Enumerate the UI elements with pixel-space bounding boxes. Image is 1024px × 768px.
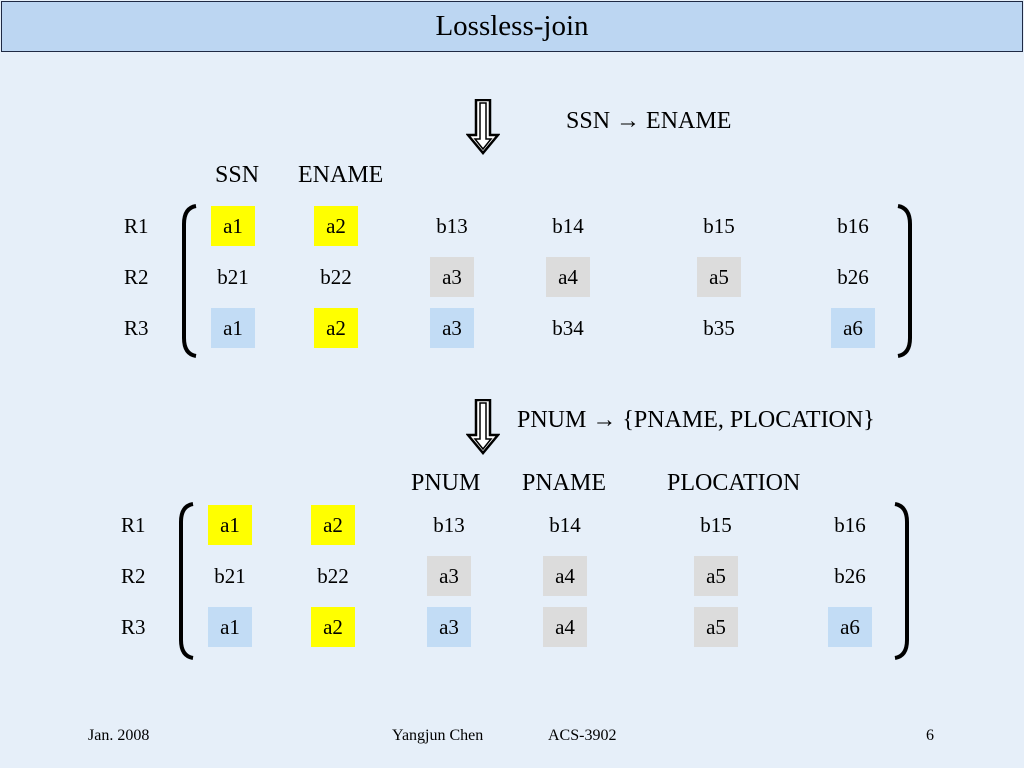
matrix-cell: b34: [552, 315, 584, 340]
matrix-cell: b26: [837, 264, 869, 289]
column-header-pnum: PNUM: [411, 470, 481, 496]
row-label: R3: [121, 615, 146, 639]
matrix-cell: a1: [211, 206, 255, 246]
matrix-cell: b14: [552, 213, 584, 238]
footer-page-number: 6: [926, 727, 934, 744]
matrix-cell: a2: [311, 505, 355, 545]
matrix-cell: a3: [427, 607, 471, 647]
matrix-cell: a5: [697, 257, 741, 297]
right-bracket: [897, 204, 912, 358]
right-bracket: [894, 502, 909, 660]
matrix-cell: a5: [694, 607, 738, 647]
matrix-cell: a6: [828, 607, 872, 647]
column-header-ename: ENAME: [298, 162, 384, 188]
left-bracket: [179, 502, 194, 660]
matrix-cell: a3: [430, 257, 474, 297]
matrix-cell: b21: [214, 563, 246, 588]
matrix-cell: b16: [837, 213, 869, 238]
matrix-cell: a3: [427, 556, 471, 596]
matrix-cell: a1: [208, 607, 252, 647]
footer-date: Jan. 2008: [88, 727, 150, 744]
row-label: R2: [124, 265, 149, 289]
matrix-cell: b13: [433, 512, 465, 537]
slide-title-bar: Lossless-join: [1, 1, 1023, 52]
functional-dependency-2: PNUM → {PNAME, PLOCATION}: [517, 407, 875, 433]
matrix-cell: b26: [834, 563, 866, 588]
row-label: R1: [124, 214, 149, 238]
matrix-cell: b15: [700, 512, 732, 537]
row-label: R1: [121, 513, 146, 537]
functional-dependency-1: SSN → ENAME: [566, 108, 732, 134]
matrix-cell: b35: [703, 315, 735, 340]
left-bracket: [182, 204, 197, 358]
column-header-plocation: PLOCATION: [667, 470, 801, 496]
matrix-cell: b22: [317, 563, 349, 588]
slide-title: Lossless-join: [435, 10, 589, 42]
matrix-cell: b16: [834, 512, 866, 537]
matrix-cell: b21: [217, 264, 249, 289]
column-header-pname: PNAME: [522, 470, 607, 496]
matrix-cell: a6: [831, 308, 875, 348]
matrix-cell: a1: [211, 308, 255, 348]
matrix-cell: b22: [320, 264, 352, 289]
matrix-cell: b13: [436, 213, 468, 238]
footer-author: Yangjun Chen: [392, 727, 484, 744]
column-header-ssn: SSN: [215, 162, 260, 188]
row-label: R3: [124, 316, 149, 340]
matrix-cell: a3: [430, 308, 474, 348]
matrix-cell: b14: [549, 512, 581, 537]
matrix-cell: a2: [314, 308, 358, 348]
down-arrow-icon: [466, 99, 500, 155]
matrix-cell: a4: [543, 556, 587, 596]
matrix-cell: a2: [314, 206, 358, 246]
matrix-cell: a2: [311, 607, 355, 647]
row-label: R2: [121, 564, 146, 588]
matrix-cell: b15: [703, 213, 735, 238]
matrix-cell: a5: [694, 556, 738, 596]
matrix-cell: a4: [543, 607, 587, 647]
down-arrow-icon: [466, 399, 500, 455]
matrix-cell: a1: [208, 505, 252, 545]
footer-course: ACS-3902: [548, 727, 617, 744]
matrix-cell: a4: [546, 257, 590, 297]
